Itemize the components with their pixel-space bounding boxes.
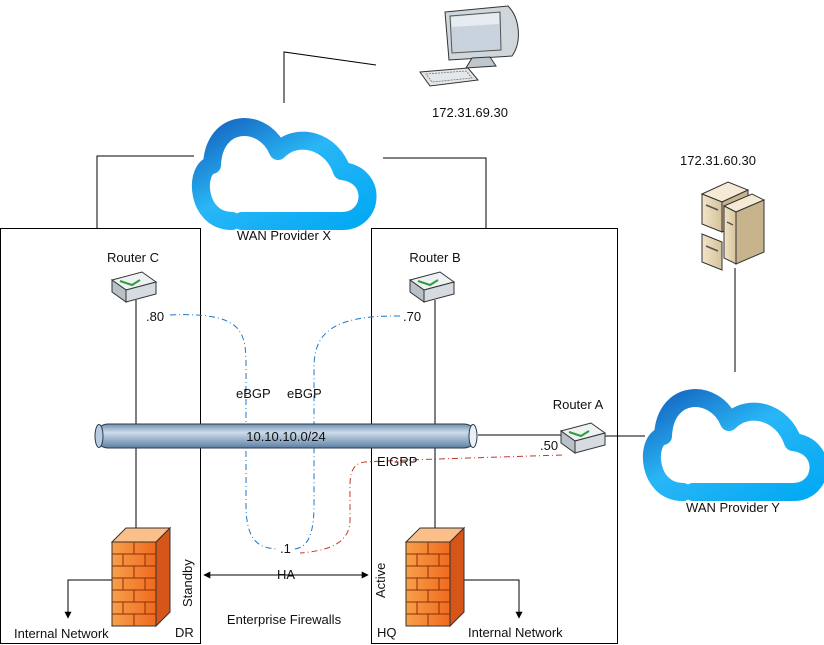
ha-label: HA (277, 567, 295, 582)
workstation-icon (419, 5, 519, 87)
ebgp-right-label: eBGP (287, 386, 322, 401)
server-icon (700, 181, 766, 271)
dr-site-label: DR (175, 625, 194, 640)
active-label: Active (373, 563, 388, 598)
enterprise-firewalls-label: Enterprise Firewalls (227, 612, 342, 627)
router-b-icon (408, 271, 456, 303)
router-a-label: Router A (553, 397, 604, 412)
ebgp-left-label: eBGP (236, 386, 271, 401)
standby-firewall-icon (110, 526, 172, 628)
eigrp-label: EIGRP (377, 454, 417, 469)
wan-provider-y-cloud-icon (652, 398, 819, 492)
network-bus (94, 423, 478, 449)
hq-internal-network-label: Internal Network (468, 625, 563, 640)
router-b-label: Router B (409, 250, 460, 265)
workstation-ip-label: 172.31.69.30 (432, 105, 508, 120)
router-b-ip-label: .70 (403, 309, 421, 324)
active-firewall-icon (404, 526, 466, 628)
bus-subnet-label: 10.10.10.0/24 (246, 429, 326, 444)
router-a-icon (559, 422, 607, 454)
eigrp-link-router-a (299, 454, 563, 554)
dr-internal-network-label: Internal Network (14, 626, 109, 641)
router-c-ip-label: .80 (146, 309, 164, 324)
router-c-icon (110, 271, 158, 303)
wan-provider-y-label: WAN Provider Y (686, 500, 780, 515)
wan-provider-x-cloud-icon (201, 127, 368, 221)
router-c-label: Router C (107, 250, 159, 265)
standby-label: Standby (180, 559, 195, 607)
server-ip-label: 172.31.60.30 (680, 153, 756, 168)
router-a-ip-label: .50 (540, 438, 558, 453)
hq-site-label: HQ (377, 625, 397, 640)
ebgp-link-router-b (293, 315, 401, 550)
connection-lines (64, 51, 736, 619)
wan-provider-x-label: WAN Provider X (237, 228, 331, 243)
firewall-vip-label: .1 (280, 541, 291, 556)
